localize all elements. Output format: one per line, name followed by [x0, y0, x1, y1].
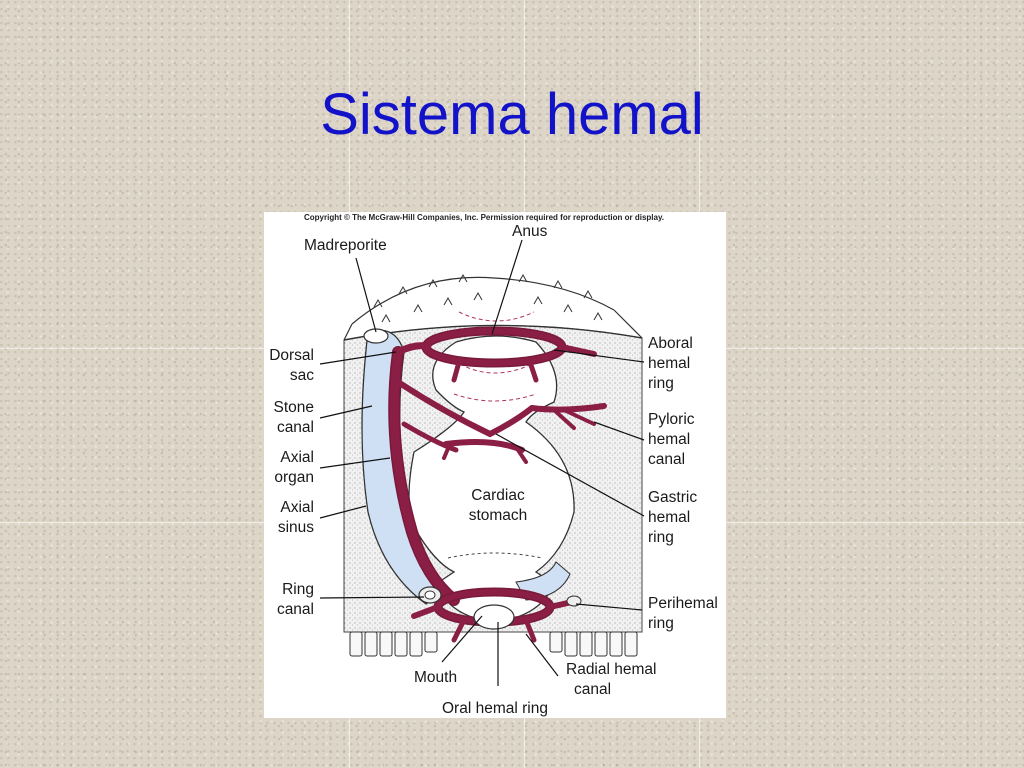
label-ring-canal-line1: Ring [282, 581, 314, 598]
label-cardiac-stomach-line2: stomach [469, 507, 528, 524]
label-radial-hemal-canal-line2: canal [574, 681, 611, 698]
label-pyloric-hemal-canal-line3: canal [648, 451, 685, 468]
label-axial-sinus-line1: Axial [280, 499, 314, 516]
diagram-labels: Madreporite Anus Dorsal sac Stone canal … [269, 223, 718, 717]
label-pyloric-hemal-canal-line1: Pyloric [648, 411, 695, 428]
label-radial-hemal-canal-line1: Radial hemal [566, 661, 656, 678]
label-dorsal-sac-line2: sac [290, 367, 314, 384]
leader-lines [319, 239, 645, 686]
label-ring-canal-line2: canal [277, 601, 314, 618]
hemal-system-figure: Copyright © The McGraw-Hill Companies, I… [264, 212, 726, 718]
label-aboral-hemal-ring-line2: hemal [648, 355, 690, 372]
copyright-notice: Copyright © The McGraw-Hill Companies, I… [304, 213, 664, 222]
label-gastric-hemal-ring-line1: Gastric [648, 489, 697, 506]
label-pyloric-hemal-canal-line2: hemal [648, 431, 690, 448]
mouth-opening [473, 604, 515, 630]
label-perihemal-ring-line1: Perihemal [648, 595, 718, 612]
label-madreporite: Madreporite [304, 237, 387, 254]
label-stone-canal-line2: canal [277, 419, 314, 436]
hemal-system-diagram: Copyright © The McGraw-Hill Companies, I… [269, 213, 718, 717]
label-dorsal-sac-line1: Dorsal [269, 347, 314, 364]
label-stone-canal-line1: Stone [273, 399, 314, 416]
label-gastric-hemal-ring-line2: hemal [648, 509, 690, 526]
label-anus: Anus [512, 223, 548, 240]
label-perihemal-ring-line2: ring [648, 615, 674, 632]
slide-title: Sistema hemal [320, 82, 704, 147]
label-mouth: Mouth [414, 669, 457, 686]
label-axial-sinus-line2: sinus [278, 519, 314, 536]
label-axial-organ-line1: Axial [280, 449, 314, 466]
label-gastric-hemal-ring-line3: ring [648, 529, 674, 546]
label-aboral-hemal-ring-line1: Aboral [648, 335, 693, 352]
label-aboral-hemal-ring-line3: ring [648, 375, 674, 392]
label-axial-organ-line2: organ [274, 469, 314, 486]
label-cardiac-stomach-line1: Cardiac [471, 487, 525, 504]
label-oral-hemal-ring: Oral hemal ring [442, 700, 548, 717]
